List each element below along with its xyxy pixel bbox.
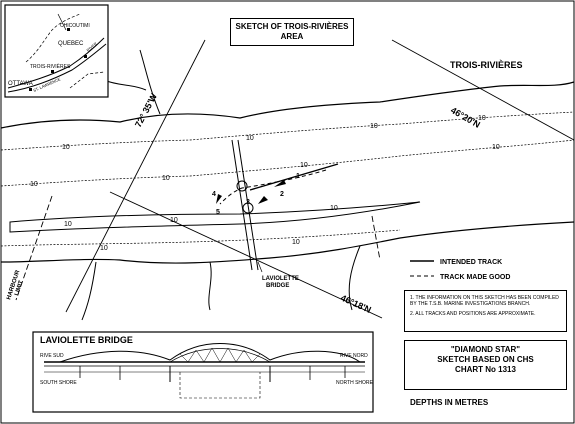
depth-label: 10 [330, 205, 338, 212]
bridge-arch [59, 343, 361, 363]
vessel-position-arrow [274, 180, 286, 187]
bridge-inset-title: LAVIOLETTE BRIDGE [40, 335, 133, 345]
note-2: 2. ALL TRACKS AND POSITIONS ARE APPROXIM… [410, 311, 536, 317]
depth-label: 10 [370, 123, 378, 130]
depth-label: 10 [300, 162, 308, 169]
vessel-name: "DIAMOND STAR" [450, 345, 521, 354]
parallel-south-line [109, 191, 383, 319]
latitude-north-label: 46°20'N [449, 105, 482, 130]
bridge-leader [257, 261, 263, 273]
depth-label: 10 [62, 144, 70, 151]
longitude-label: 72° 35'W [133, 91, 159, 129]
inset-river-label: RIVER [85, 41, 98, 53]
track-position-label: 3 [246, 199, 250, 206]
parallel-north-line [391, 39, 575, 141]
depth-contour-mid [0, 139, 575, 187]
bridge-truss [179, 347, 261, 363]
track-position-label: 1 [296, 173, 300, 180]
track-position-label: 4 [212, 191, 216, 198]
depth-contour-north [0, 111, 575, 151]
location-inset [4, 4, 109, 98]
south-creek-west [81, 261, 97, 321]
shore-label-left: SOUTH SHORE [40, 380, 77, 386]
note-1: 1. THE INFORMATION ON THIS SKETCH HAS BE… [410, 295, 559, 307]
track-made-good [219, 169, 327, 205]
vessel-position-arrow [216, 194, 222, 204]
inset-city-label: QUEBEC [58, 41, 84, 47]
city-marker [29, 88, 32, 91]
navigation-span-marker [179, 372, 261, 399]
shore-label-right: RIVE NORD [340, 353, 368, 359]
depth-label: 10 [170, 217, 178, 224]
harbour-limit-line [15, 195, 53, 301]
city-marker [84, 55, 87, 58]
depth-label: 10 [64, 221, 72, 228]
vessel-info-box: "DIAMOND STAR" SKETCH BASED ON CHS CHART… [404, 340, 567, 390]
notes-box: 1. THE INFORMATION ON THIS SKETCH HAS BE… [404, 290, 567, 332]
inset-river [7, 43, 107, 93]
sketch-title: SKETCH OF TROIS-RIVIÈRES [235, 22, 349, 31]
inset-river [7, 37, 105, 89]
depth-label: 10 [30, 181, 38, 188]
inset-city-label: TROIS-RIVIÈRES [30, 63, 71, 70]
legend-intended-label: INTENDED TRACK [440, 259, 502, 266]
bridge-deck-east [237, 139, 259, 271]
south-creek-east [348, 245, 361, 311]
depth-label: 10 [162, 175, 170, 182]
depth-contour-south [0, 229, 401, 247]
depth-units-label: DEPTHS IN METRES [410, 398, 489, 407]
south-creek-mid [208, 261, 212, 311]
bridge-arch [169, 348, 271, 363]
shore-label-left: RIVE SUD [40, 353, 64, 359]
bridge-label: LAVIOLETTE [262, 276, 299, 282]
track-position-label: 5 [216, 209, 220, 216]
track-position-label: 2 [280, 191, 284, 198]
sketch-title-box: SKETCH OF TROIS-RIVIÈRES AREA [230, 18, 354, 46]
latitude-south-label: 46°18'N [339, 293, 373, 315]
sketch-title-line2: AREA [280, 32, 304, 41]
shore-label-right: NORTH SHORE [336, 380, 374, 386]
city-label: TROIS-RIVIÈRES [450, 60, 523, 70]
harbour-limit-label: LIMIT [14, 280, 25, 297]
bridge-deck-west [231, 139, 253, 271]
city-marker [51, 70, 54, 73]
inset-border [25, 13, 81, 63]
depth-label: 10 [492, 144, 500, 151]
depth-label: 10 [100, 245, 108, 252]
depth-label: 10 [478, 115, 486, 122]
depth-label: 10 [292, 239, 300, 246]
sketch-source: SKETCH BASED ON CHS [437, 355, 534, 364]
inset-border [69, 71, 105, 89]
city-marker [67, 28, 70, 31]
bridge-label: BRIDGE [266, 283, 289, 289]
inset-city-label: OTTAWA [8, 81, 33, 87]
legend-made-good-label: TRACK MADE GOOD [440, 274, 510, 281]
meridian-line [65, 39, 206, 313]
intended-track [249, 163, 339, 191]
inset-tributary [57, 13, 67, 31]
river-island [9, 201, 421, 233]
south-shoreline [0, 221, 575, 264]
depth-label: 10 [246, 135, 254, 142]
pier-north [236, 180, 248, 192]
inset-city-label: CHICOUTIMI [60, 23, 90, 29]
harbour-limit-east [371, 215, 381, 261]
pier-south [242, 202, 254, 214]
north-shoreline [0, 81, 575, 129]
chart-number: CHART No 1313 [455, 365, 516, 374]
vessel-position-arrow [258, 196, 268, 204]
